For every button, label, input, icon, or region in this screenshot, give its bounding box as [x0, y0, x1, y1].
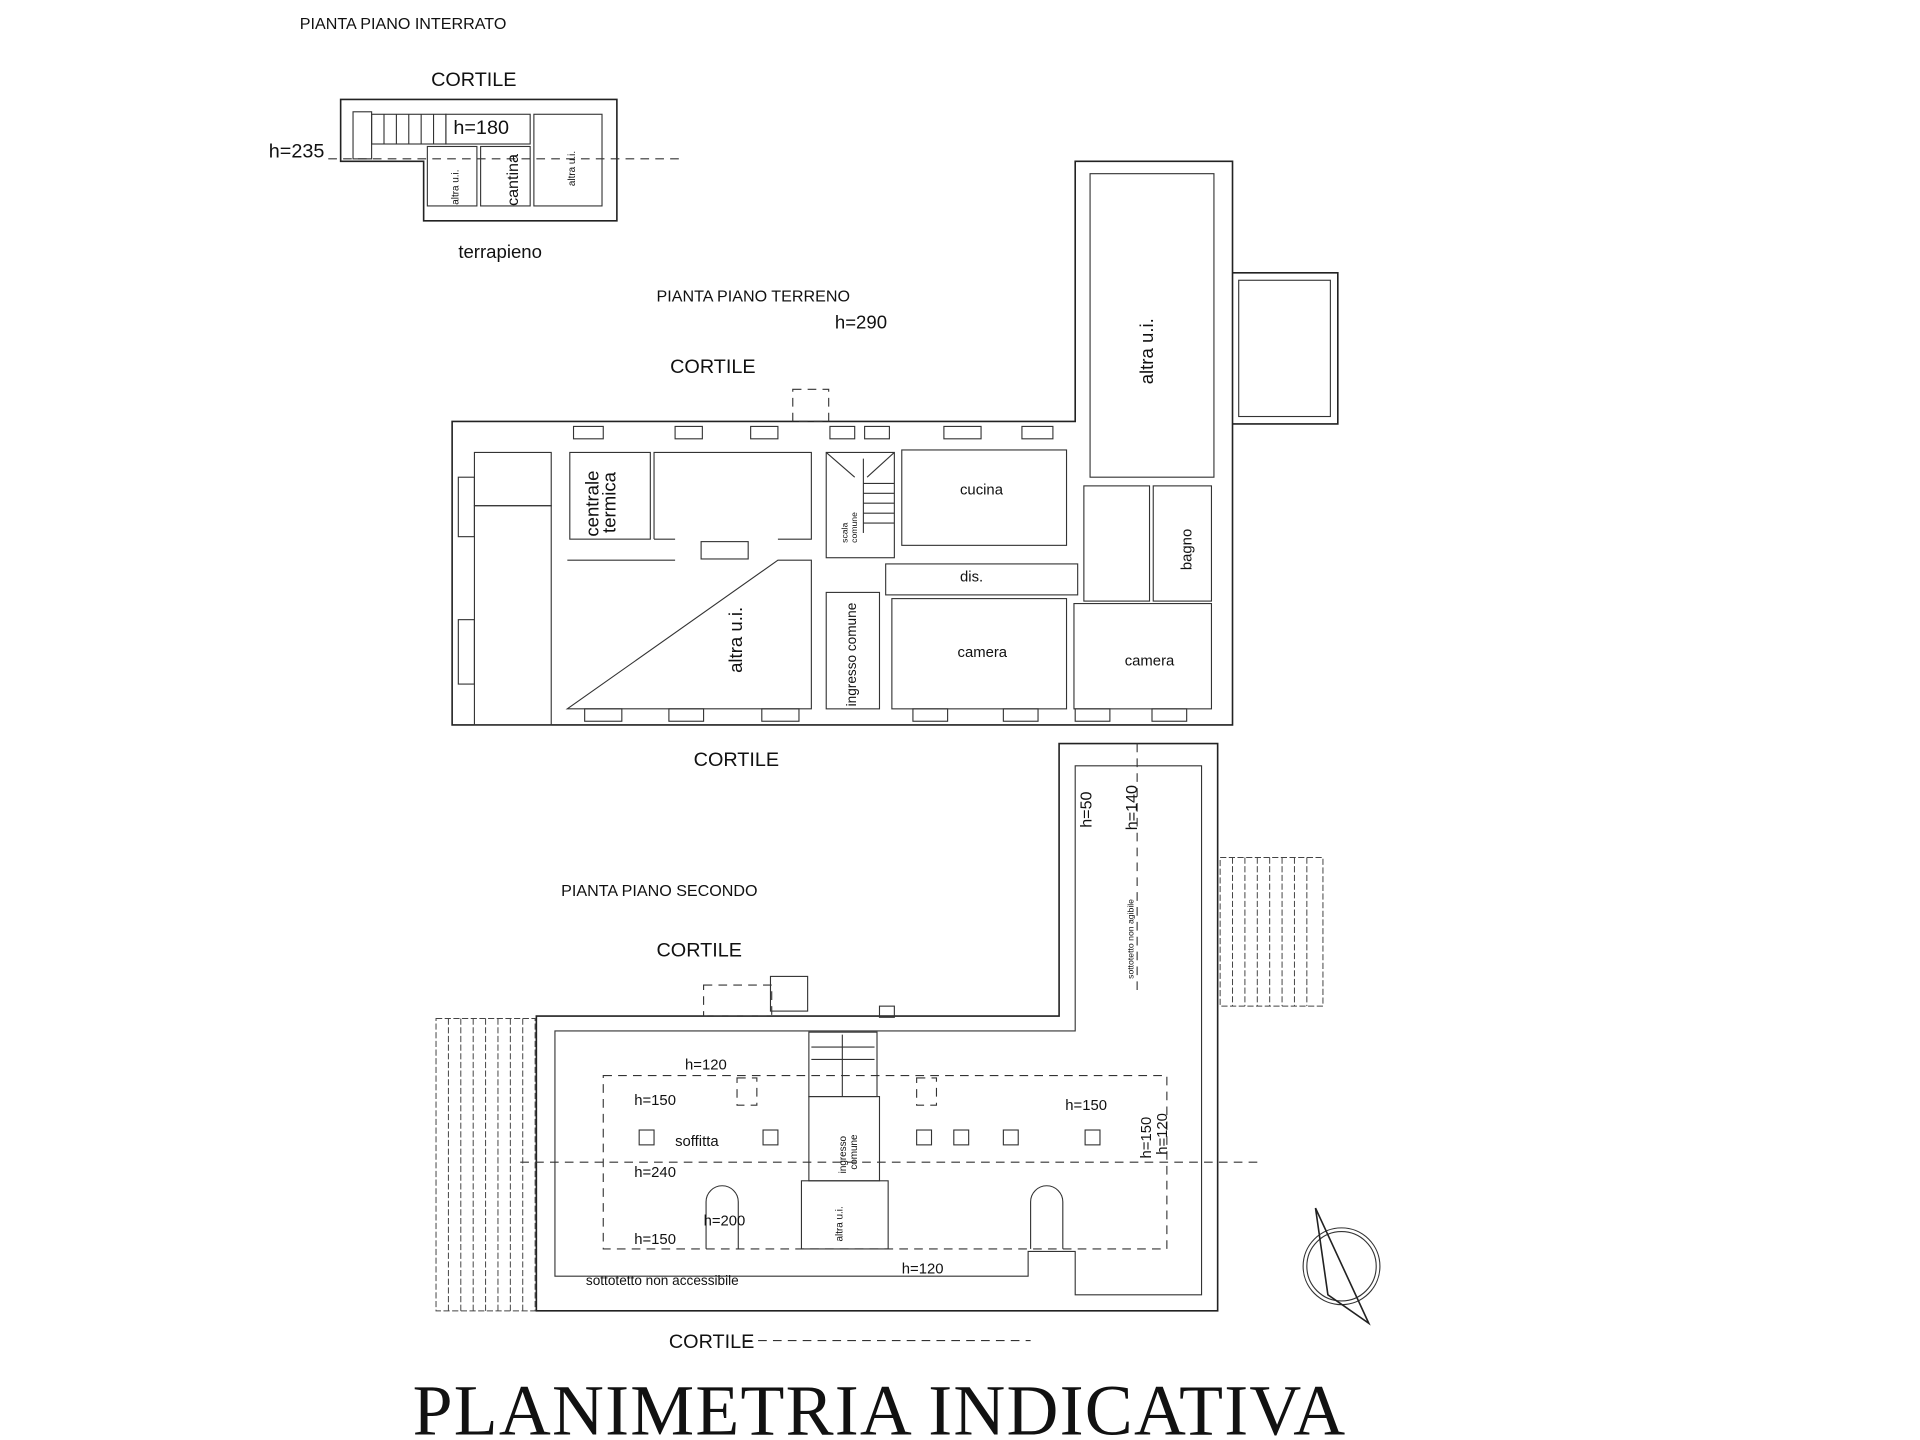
- room-label-camera: camera: [1125, 653, 1175, 669]
- basement-room-1: [426, 145, 478, 207]
- basement-heading: PIANTA PIANO INTERRATO: [300, 15, 507, 33]
- bagno-room: [1152, 485, 1213, 602]
- room-label-camera: camera: [958, 645, 1008, 661]
- windows-top: [572, 425, 1054, 440]
- left-room-small: [473, 451, 552, 507]
- room-label-tower: altra u.i.: [1136, 318, 1157, 384]
- windows-bottom: [584, 708, 1188, 722]
- window: [457, 476, 475, 538]
- basement-outer-wall: [339, 98, 618, 222]
- dormer: [705, 1185, 739, 1249]
- room-label-dis: dis.: [960, 569, 983, 585]
- roof-hatch-left: [435, 1018, 536, 1312]
- dis-corridor: [885, 563, 1079, 596]
- stairs: [825, 452, 895, 533]
- camera-room-2: [1073, 603, 1213, 710]
- height-label: h=120: [1155, 1113, 1171, 1155]
- room-label-comune: comune: [849, 512, 859, 543]
- room-label-soffitta: soffitta: [675, 1134, 719, 1150]
- plan-title: PLANIMETRIA INDICATIVA: [413, 1371, 1347, 1440]
- room-label-ingresso-comune: ingresso comune: [844, 603, 859, 707]
- basement-room-cantina: [480, 145, 531, 207]
- ingresso-comune-room: [825, 591, 881, 710]
- second-outer-wall: [535, 742, 1219, 1312]
- ground-outer-wall: [451, 160, 1234, 726]
- sottotetto-non-accessibile-label: sottotetto non accessibile: [586, 1273, 739, 1288]
- basement-room-label: altra u.i.: [450, 170, 461, 205]
- second-floor-plan: PIANTA PIANO SECONDO CORTILE CORTILE: [435, 742, 1324, 1353]
- cucina-room: [901, 449, 1068, 546]
- chimney-outline: [703, 984, 773, 1017]
- fireplace: [700, 541, 749, 560]
- height-label: h=150: [1065, 1098, 1107, 1114]
- ground-courtyard-top: CORTILE: [670, 356, 755, 378]
- height-label: h=150: [634, 1232, 676, 1248]
- ground-heading: PIANTA PIANO TERRENO: [657, 287, 850, 305]
- stair-block: [808, 1031, 878, 1098]
- height-label: h=120: [685, 1057, 727, 1073]
- height-label: h=240: [634, 1165, 676, 1181]
- vent: [878, 1005, 895, 1018]
- height-label: h=50: [1077, 791, 1095, 827]
- room-label-comune: comune: [849, 1134, 860, 1170]
- room-label-scala: scala: [839, 522, 849, 542]
- second-heading: PIANTA PIANO SECONDO: [561, 882, 757, 900]
- north-arrow-icon: [1302, 1207, 1381, 1326]
- altra-ui-room: [565, 451, 812, 710]
- left-room-long: [473, 505, 552, 726]
- window: [457, 619, 475, 685]
- tower-room: [1089, 173, 1215, 478]
- skylight: [736, 1077, 758, 1106]
- sottotetto-non-agibile-label: sottotetto non agibile: [1125, 899, 1135, 979]
- room-label-cucina: cucina: [960, 483, 1004, 499]
- ground-height: h=290: [835, 312, 887, 333]
- height-label: h=150: [634, 1093, 676, 1109]
- small-room: [1083, 485, 1151, 602]
- camera-room-1: [891, 598, 1068, 710]
- pillars: [638, 1129, 1101, 1146]
- height-label: h=120: [902, 1262, 944, 1278]
- basement-room-label: altra u.i.: [567, 151, 578, 186]
- basement-h235: h=235: [269, 141, 325, 163]
- ground-floor-plan: PIANTA PIANO TERRENO h=290 CORTILE CORTI…: [451, 160, 1339, 771]
- basement-h180: h=180: [453, 117, 509, 139]
- height-label: h=200: [704, 1213, 746, 1229]
- basement-room-3: [533, 113, 603, 207]
- second-courtyard-bottom: CORTILE: [669, 1331, 754, 1353]
- chimney: [769, 975, 809, 1012]
- scala-comune-room: [825, 451, 895, 559]
- altra-ui-room: [800, 1180, 889, 1250]
- basement-plan: PIANTA PIANO INTERRATO CORTILE h=235 h=1…: [269, 15, 682, 262]
- second-inner-wall: [554, 765, 1203, 1296]
- dormer: [1030, 1185, 1064, 1249]
- basement-corridor: [445, 113, 531, 145]
- height-label: h=140: [1123, 785, 1141, 830]
- basement-terrapieno: terrapieno: [458, 241, 542, 262]
- basement-stair-landing: [352, 111, 373, 160]
- basement-stairs: [371, 113, 447, 145]
- chimney-outline: [792, 388, 830, 423]
- height-label: h=150: [1139, 1117, 1155, 1159]
- basement-courtyard-label: CORTILE: [431, 69, 516, 91]
- roof-hatch-right: [1219, 857, 1324, 1007]
- annex-inner: [1238, 279, 1331, 418]
- centrale-termica-room: [569, 451, 651, 540]
- room-label-ingresso: ingresso: [838, 1135, 849, 1173]
- room-label-centrale: centrale: [581, 471, 602, 537]
- room-label-bagno: bagno: [1180, 529, 1196, 570]
- ground-courtyard-bottom: CORTILE: [694, 749, 779, 771]
- annex-outer: [1232, 272, 1339, 425]
- room-label-altra-ui: altra u.i.: [725, 607, 746, 673]
- room-label-termica: termica: [599, 471, 620, 533]
- room-label-altra-ui: altra u.i.: [834, 1206, 845, 1241]
- basement-room-label: cantina: [504, 154, 522, 206]
- stairs: [811, 1034, 875, 1097]
- second-courtyard-top: CORTILE: [657, 940, 742, 962]
- skylight: [916, 1077, 938, 1106]
